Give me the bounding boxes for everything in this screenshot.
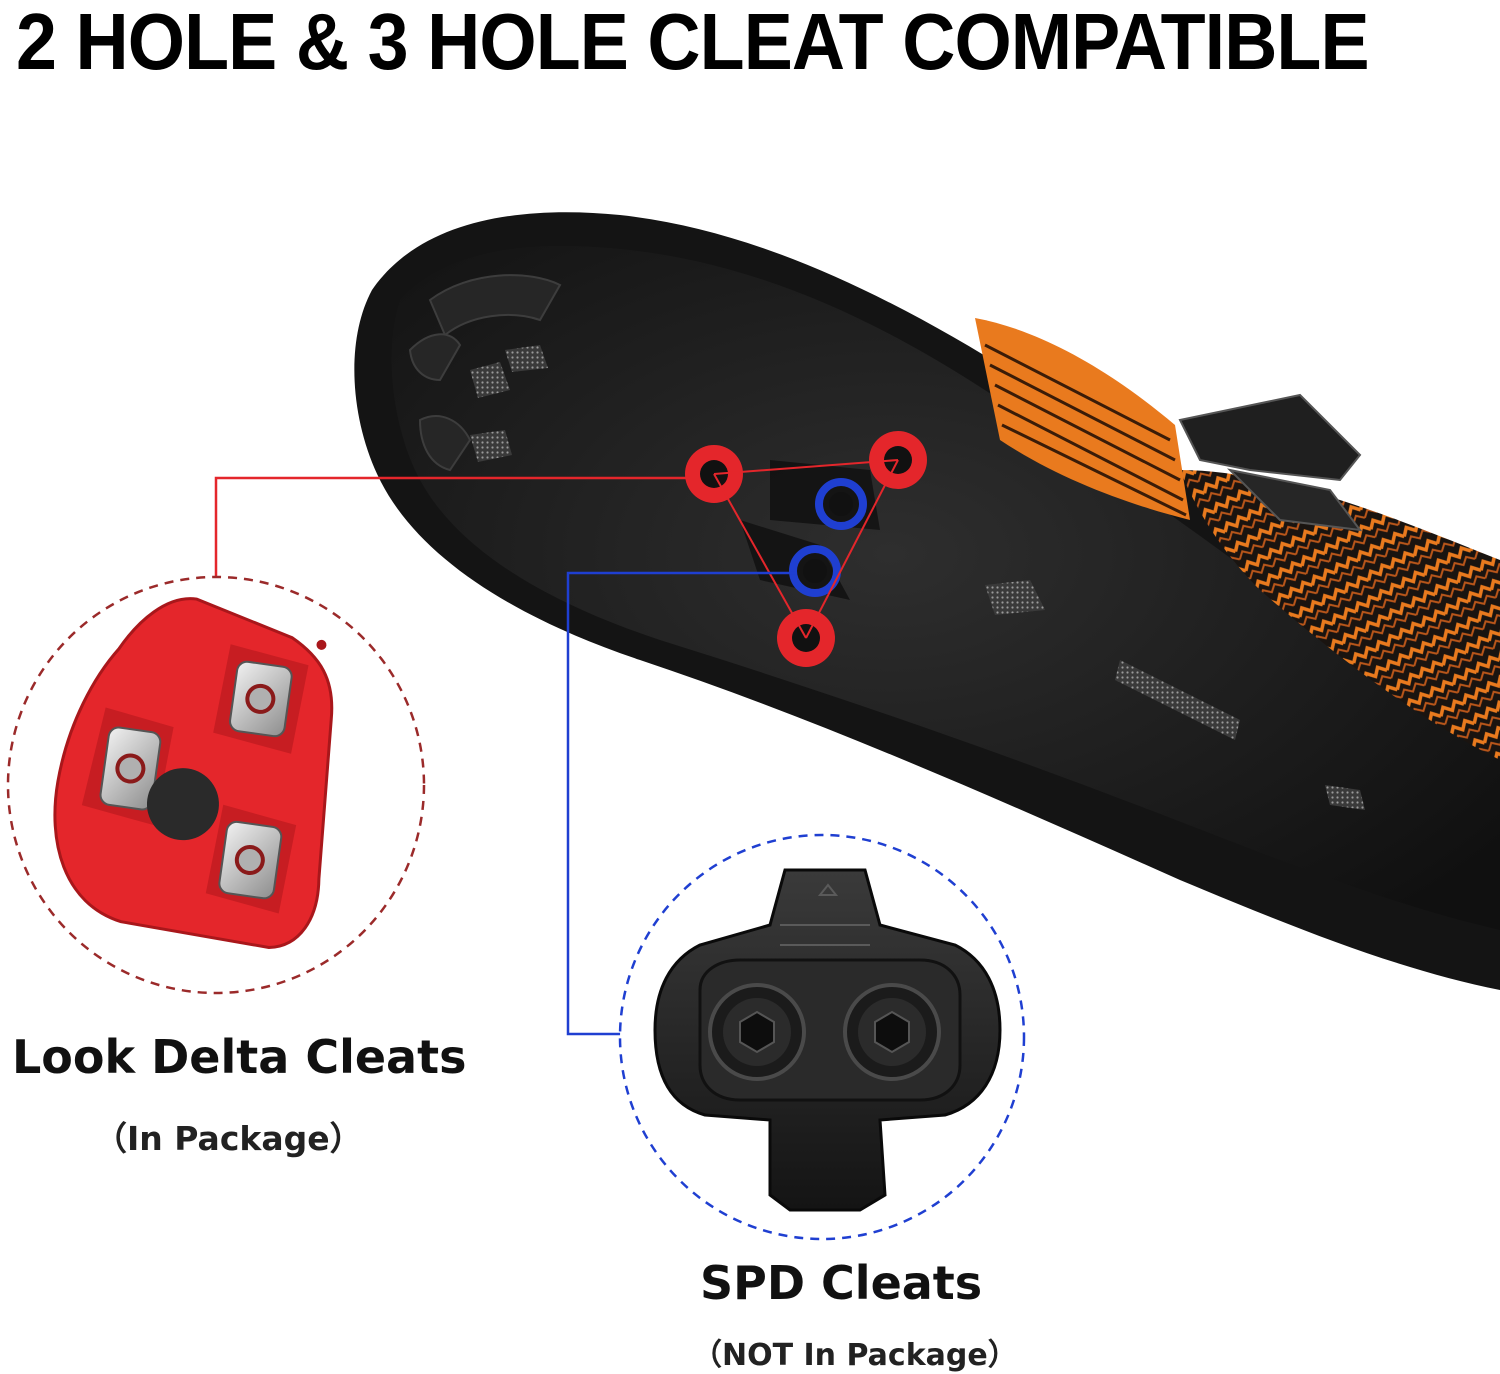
spd-cleat-icon <box>653 868 1002 1212</box>
spd-hole-bottom <box>789 545 841 597</box>
shoe-sole-icon <box>354 212 1500 990</box>
spd-hole-top <box>815 478 867 530</box>
headline: 2 HOLE & 3 HOLE CLEAT COMPATIBLE <box>16 0 1370 86</box>
look-delta-cleat-icon <box>53 597 334 950</box>
sole-vents <box>470 345 1365 810</box>
look-delta-cleats-note: （In Package） <box>94 1119 363 1158</box>
velcro-strap <box>1226 468 1363 532</box>
look-triangle <box>713 459 899 639</box>
look-leader-line <box>214 476 690 580</box>
toe-pads <box>408 274 562 472</box>
spd-cleats-note: （NOT In Package） <box>692 1338 1018 1373</box>
sole-plate <box>391 245 1500 930</box>
spd-leader-line <box>566 571 795 1036</box>
buckle-strap <box>1178 393 1362 482</box>
band-stripes <box>984 343 1187 517</box>
spd-cleats-title: SPD Cleats <box>700 1256 983 1310</box>
look-delta-cleats-title: Look Delta Cleats <box>12 1030 467 1084</box>
knit-upper <box>1180 470 1500 760</box>
spd-mount-holes <box>789 478 867 597</box>
